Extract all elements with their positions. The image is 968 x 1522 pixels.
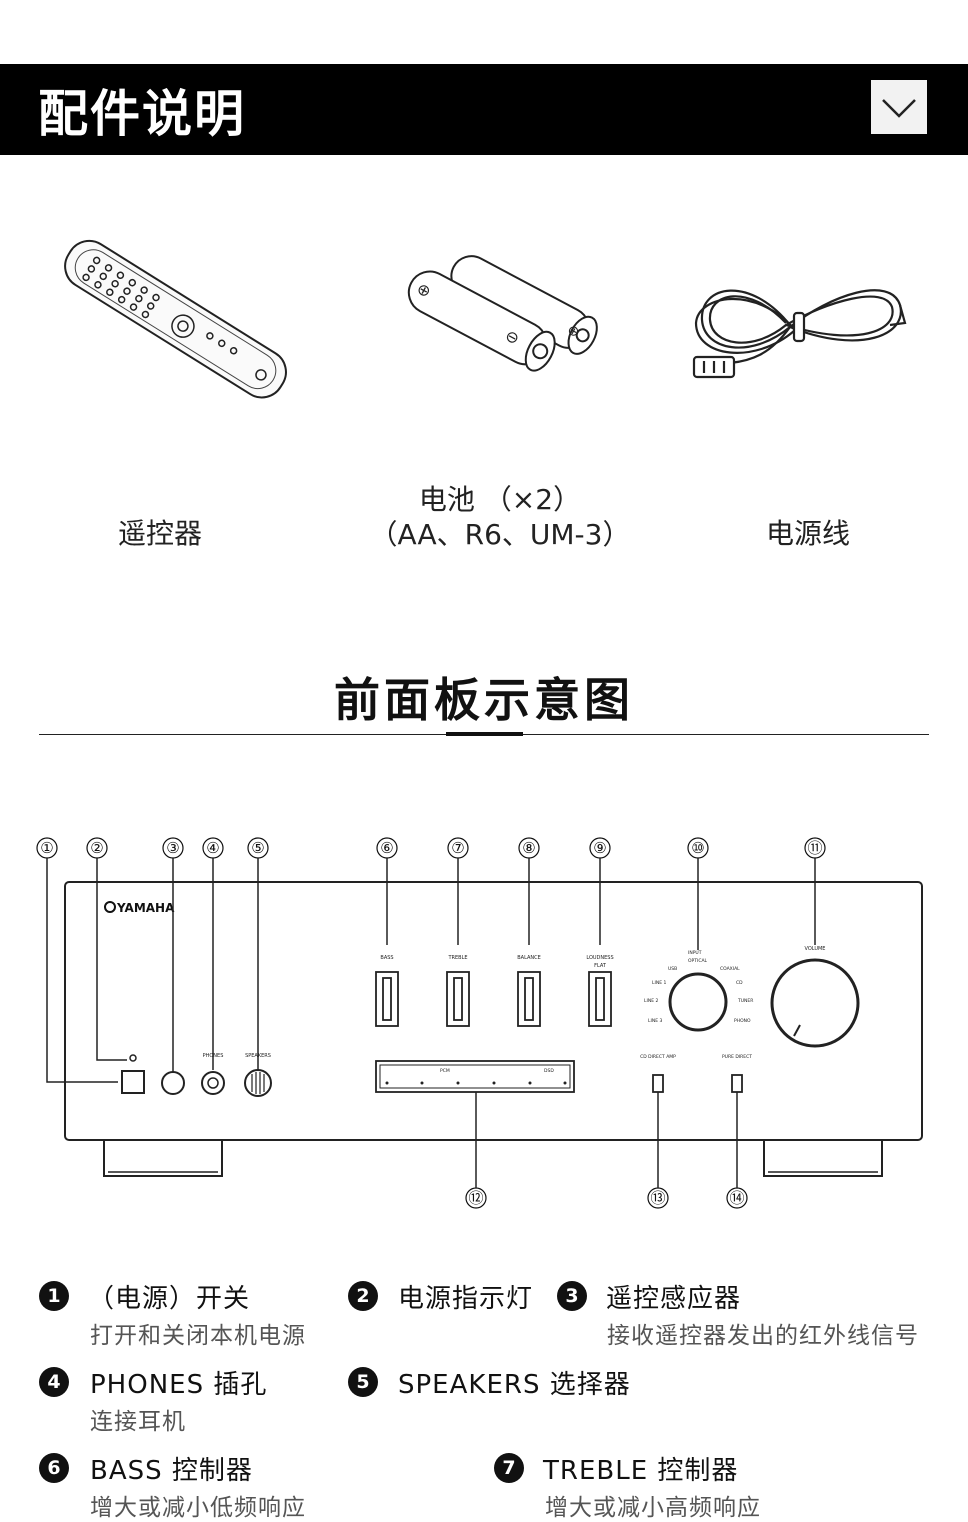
svg-text:LOUDNESS: LOUDNESS <box>586 955 613 961</box>
svg-text:PURE DIRECT: PURE DIRECT <box>722 1054 752 1060</box>
legend-badge-2: 2 <box>348 1281 378 1311</box>
accessory-label-battery-types: （AA、R6、UM-3） <box>369 518 631 551</box>
input-selector <box>668 972 728 1032</box>
svg-text:TREBLE: TREBLE <box>447 955 467 961</box>
legend-title-speakers-selector: SPEAKERS 选择器 <box>398 1370 631 1400</box>
legend-title-power-indicator: 电源指示灯 <box>398 1284 534 1314</box>
callout-12: ⑫ <box>468 1189 483 1207</box>
right-foot <box>763 1139 883 1177</box>
legend-badge-4: 4 <box>39 1367 69 1397</box>
svg-text:COAXIAL: COAXIAL <box>720 966 740 972</box>
section-title-front-panel: 前面板示意图 <box>334 673 634 727</box>
callout-1: ① <box>40 839 53 857</box>
svg-text:VOLUME: VOLUME <box>805 946 826 952</box>
svg-text:USB: USB <box>668 966 677 972</box>
callout-9: ⑨ <box>593 839 606 857</box>
svg-text:PHONES: PHONES <box>203 1053 224 1059</box>
remote-control-icon <box>64 239 287 399</box>
legend-badge-1: 1 <box>39 1281 69 1311</box>
legend-desc-power-switch: 打开和关闭本机电源 <box>90 1323 306 1349</box>
svg-text:OPTICAL: OPTICAL <box>688 958 708 964</box>
power-cord-icon <box>692 289 907 379</box>
legend-title-remote-sensor: 遥控感应器 <box>606 1284 742 1314</box>
batteries-icon: ⊕ ⊕ ⊖ <box>407 255 598 372</box>
section-divider-accent <box>446 732 523 736</box>
cd-direct-amp-button <box>652 1074 664 1093</box>
power-indicator <box>129 1054 137 1062</box>
phones-jack <box>201 1071 225 1095</box>
callout-11: ⑪ <box>807 839 822 857</box>
pure-direct-button <box>731 1074 743 1093</box>
svg-text:LINE 2: LINE 2 <box>644 998 658 1004</box>
callout-14: ⑭ <box>729 1189 744 1207</box>
svg-text:CD: CD <box>736 980 743 986</box>
volume-knob <box>770 958 860 1048</box>
svg-text:BASS: BASS <box>380 955 393 961</box>
callout-8: ⑧ <box>522 839 535 857</box>
header-divider <box>0 152 968 155</box>
chevron-down-icon <box>882 99 916 118</box>
section-title-accessories: 配件说明 <box>38 85 246 143</box>
svg-text:TUNER: TUNER <box>737 998 753 1004</box>
legend-badge-5: 5 <box>348 1367 378 1397</box>
legend-badge-7: 7 <box>494 1453 524 1483</box>
callout-4: ④ <box>206 839 219 857</box>
amplifier-chassis <box>64 881 923 1141</box>
svg-text:PCM: PCM <box>440 1068 450 1074</box>
legend-title-power-switch: （电源）开关 <box>88 1284 251 1314</box>
callout-6: ⑥ <box>380 839 393 857</box>
display-panel <box>375 1060 575 1093</box>
speakers-selector <box>244 1069 272 1097</box>
svg-text:LINE 1: LINE 1 <box>652 980 666 986</box>
collapse-toggle-button[interactable] <box>871 80 927 134</box>
legend-desc-bass-control: 增大或减小低频响应 <box>90 1495 306 1521</box>
legend-title-phones-jack: PHONES 插孔 <box>90 1370 268 1400</box>
callout-10: ⑩ <box>691 839 704 857</box>
left-foot <box>103 1139 223 1177</box>
legend-desc-phones-jack: 连接耳机 <box>90 1409 186 1435</box>
svg-text:FLAT: FLAT <box>594 963 607 969</box>
power-switch <box>121 1070 145 1094</box>
callout-7: ⑦ <box>451 839 464 857</box>
svg-text:CD DIRECT AMP: CD DIRECT AMP <box>640 1054 676 1060</box>
svg-text:PHONO: PHONO <box>734 1018 751 1024</box>
front-panel-diagram: YAMAHA ① ② ③ ④ ⑤ ⑥ ⑦ ⑧ ⑨ ⑩ ⑪ ⑫ ⑬ ⑭ <box>36 837 923 1209</box>
callout-5: ⑤ <box>251 839 264 857</box>
svg-text:INPUT: INPUT <box>688 950 702 956</box>
callout-2: ② <box>90 839 103 857</box>
remote-sensor <box>161 1071 185 1095</box>
legend-title-bass-control: BASS 控制器 <box>90 1456 253 1486</box>
accessory-label-batteries: 电池 （×2） <box>418 483 582 516</box>
legend-desc-remote-sensor: 接收遥控器发出的红外线信号 <box>607 1323 919 1349</box>
legend-badge-3: 3 <box>557 1281 587 1311</box>
brand-logo: YAMAHA <box>116 901 175 915</box>
accessory-label-remote: 遥控器 <box>117 517 202 550</box>
svg-text:SPEAKERS: SPEAKERS <box>245 1053 271 1059</box>
legend-badge-6: 6 <box>39 1453 69 1483</box>
callout-13: ⑬ <box>650 1189 665 1207</box>
legend-title-treble-control: TREBLE 控制器 <box>543 1456 739 1486</box>
accessory-label-power-cord: 电源线 <box>765 517 850 550</box>
callout-3: ③ <box>166 839 179 857</box>
svg-text:LINE 3: LINE 3 <box>648 1018 662 1024</box>
legend-desc-treble-control: 增大或减小高频响应 <box>545 1495 761 1521</box>
svg-text:BALANCE: BALANCE <box>517 955 541 961</box>
section-header <box>0 64 968 152</box>
svg-text:DSD: DSD <box>544 1068 554 1074</box>
